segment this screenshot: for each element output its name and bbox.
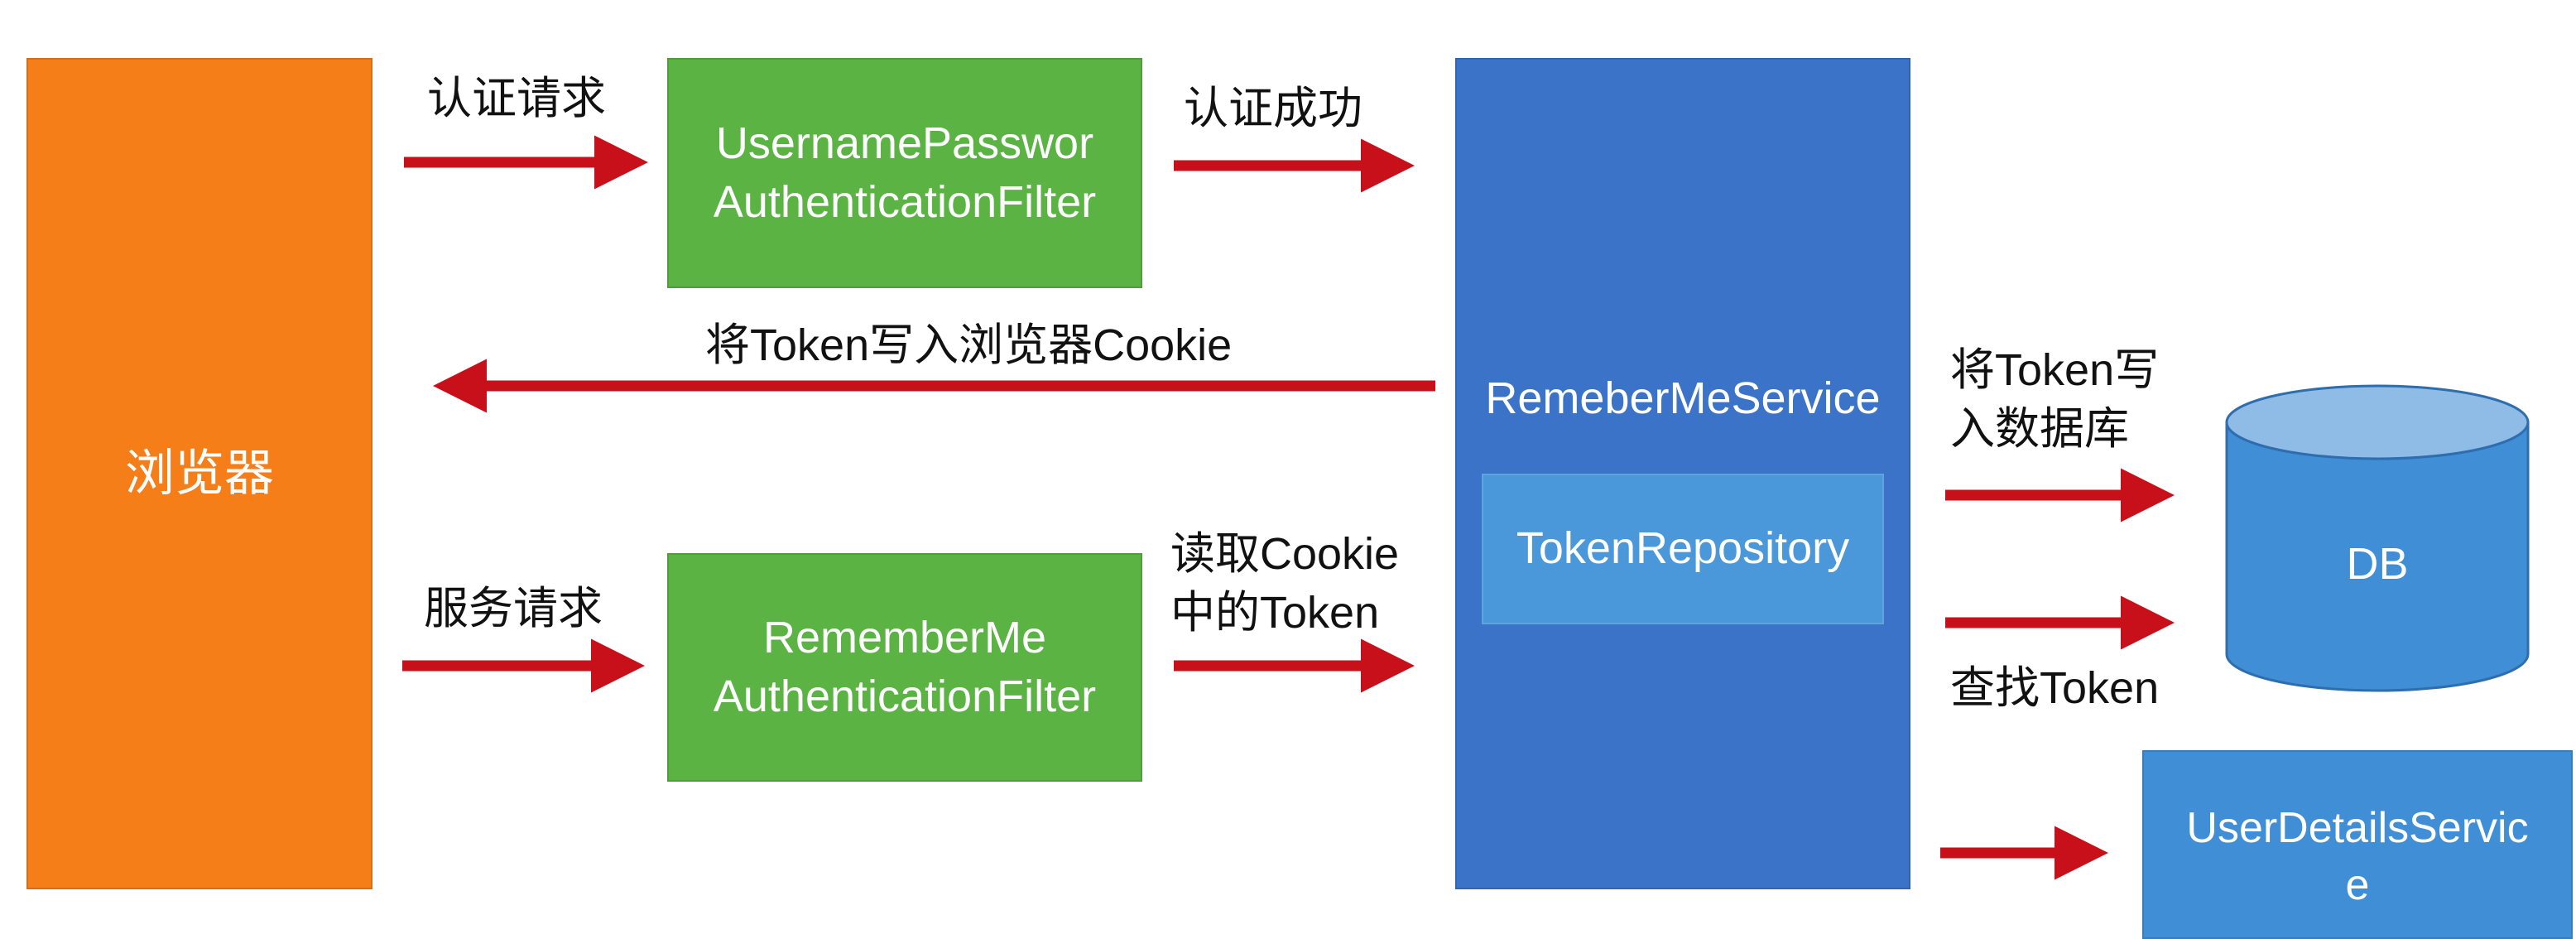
label-write-db: 将Token写 入数据库 bbox=[1950, 345, 2160, 455]
rememberme-filter-label: RememberMe AuthenticationFilter bbox=[713, 612, 1097, 721]
label-read-cookie: 读取Cookie 中的Token bbox=[1170, 529, 1400, 638]
browser-node: 浏览器 bbox=[26, 58, 372, 889]
user-details-service-node: UserDetailsServic e bbox=[2142, 750, 2573, 939]
label-auth-success: 认证成功 bbox=[1184, 84, 1362, 133]
rememberme-filter-node: RememberMe AuthenticationFilter bbox=[667, 553, 1142, 782]
db-cylinder bbox=[2225, 384, 2530, 692]
username-password-filter-label: UsernamePasswor AuthenticationFilter bbox=[713, 118, 1097, 227]
token-repository-label: TokenRepository bbox=[1516, 523, 1850, 574]
label-auth-request: 认证请求 bbox=[427, 74, 606, 123]
token-repository-node: TokenRepository bbox=[1482, 474, 1884, 624]
browser-label: 浏览器 bbox=[125, 445, 274, 502]
label-service-request: 服务请求 bbox=[424, 584, 603, 633]
username-password-filter-node: UsernamePasswor AuthenticationFilter bbox=[667, 58, 1142, 288]
label-find-token: 查找Token bbox=[1950, 663, 2160, 713]
rememberme-service-label: RemeberMeService bbox=[1485, 373, 1881, 423]
db-body bbox=[2225, 421, 2530, 692]
label-write-cookie: 将Token写入浏览器Cookie bbox=[705, 320, 1233, 370]
db-top bbox=[2225, 384, 2530, 460]
db-label: DB bbox=[2346, 539, 2409, 589]
user-details-service-label: UserDetailsServic e bbox=[2186, 804, 2529, 909]
